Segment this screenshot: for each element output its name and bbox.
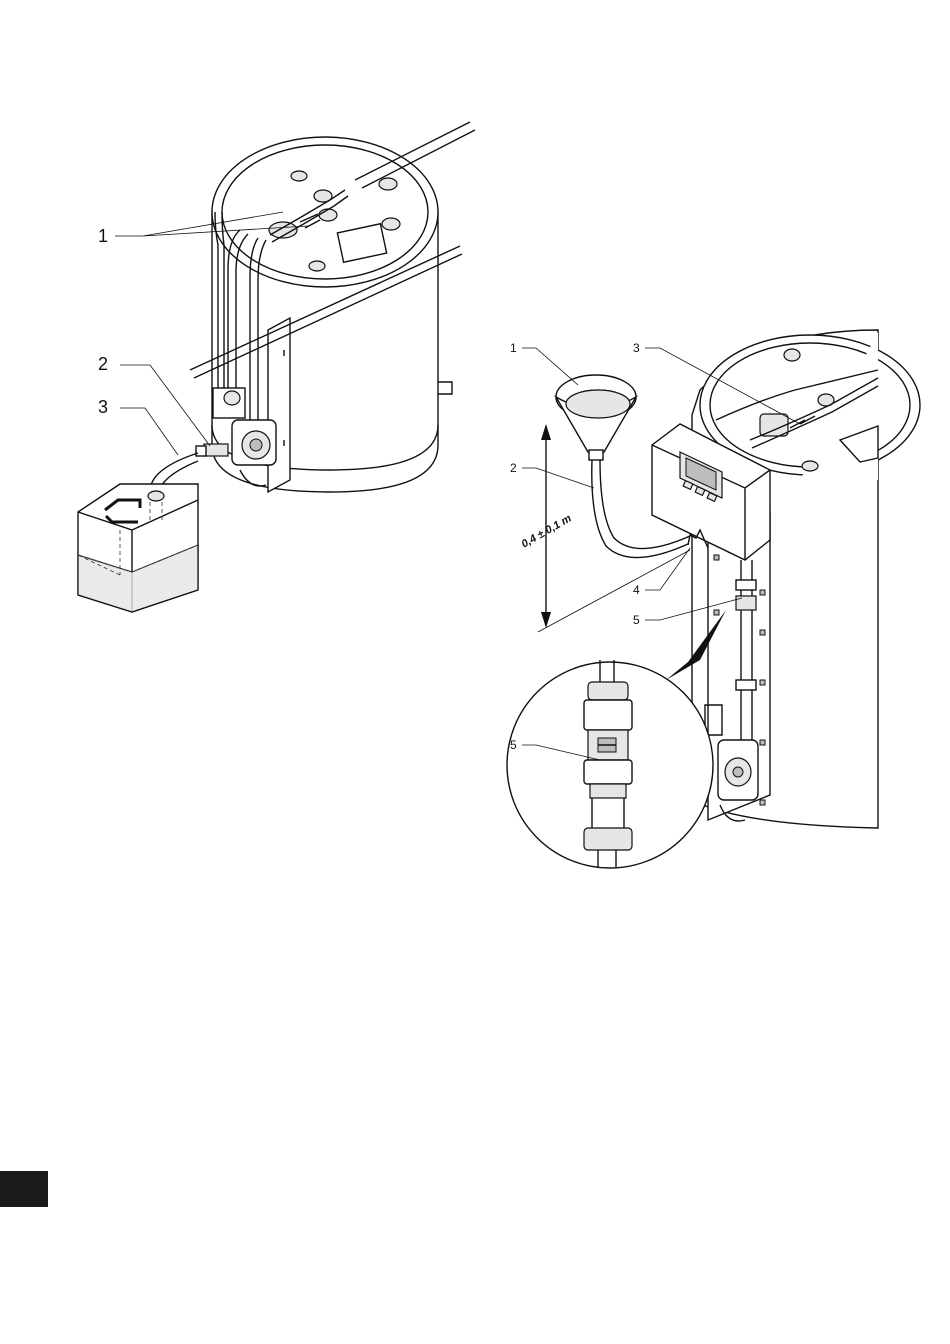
callout-left-2: 2 [98, 354, 108, 374]
callout-right-4: 4 [633, 583, 640, 597]
callout-left-1: 1 [98, 226, 108, 246]
callout-detail-5: 5 [510, 738, 517, 752]
canister-icon [78, 484, 198, 612]
leader-right-2 [522, 468, 594, 488]
page-edge-tab [0, 1171, 48, 1207]
callout-left-3: 3 [98, 397, 108, 417]
callout-right-1: 1 [510, 341, 517, 355]
leader-right-4 [645, 548, 690, 590]
left-figure: 1 2 3 [78, 122, 475, 612]
funnel-icon [556, 375, 636, 460]
leader-left-3 [120, 408, 178, 455]
callout-right-2: 2 [510, 461, 517, 475]
right-figure: 0,4 ± 0,1 m 1 2 3 4 5 5 [507, 330, 920, 868]
callout-right-5: 5 [633, 613, 640, 627]
callout-right-3: 3 [633, 341, 640, 355]
leader-right-1 [522, 348, 578, 385]
